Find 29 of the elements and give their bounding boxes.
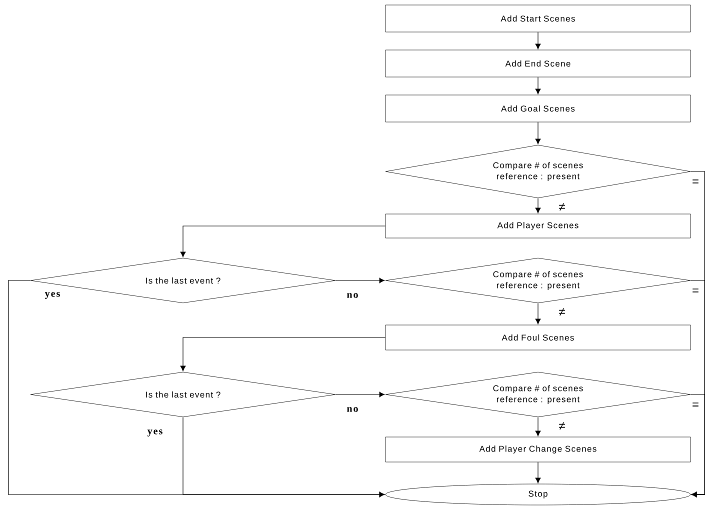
edge-label: = — [691, 178, 700, 186]
process-box: Add Player Change Scenes — [385, 436, 691, 462]
edge-label: = — [691, 402, 700, 410]
process-box: Add Player Scenes — [385, 214, 691, 238]
edge-label: ≠ — [558, 307, 566, 317]
edge-label: no — [346, 292, 360, 299]
process-box: Add End Scene — [385, 50, 691, 78]
arrow — [180, 337, 386, 372]
edge-label: yes — [146, 428, 164, 438]
arrow — [180, 226, 386, 258]
arrow — [535, 76, 541, 94]
edge-label: yes — [44, 291, 62, 300]
arrow — [535, 32, 541, 50]
edge-label: ≠ — [558, 421, 566, 431]
arrow — [690, 394, 705, 498]
process-box: Add Foul Scenes — [385, 324, 691, 350]
arrow — [335, 278, 385, 284]
edge-label: ≠ — [558, 202, 566, 212]
arrow — [535, 416, 541, 436]
arrow — [535, 198, 541, 214]
edge-label: = — [691, 288, 700, 296]
arrow — [182, 416, 385, 498]
process-box: Add Start Scenes — [385, 4, 691, 32]
edge-label: no — [346, 406, 360, 413]
process-box: Add Goal Scenes — [385, 94, 691, 122]
arrow — [535, 302, 541, 324]
arrow — [535, 122, 541, 144]
arrow — [335, 392, 385, 398]
arrow — [535, 462, 541, 484]
